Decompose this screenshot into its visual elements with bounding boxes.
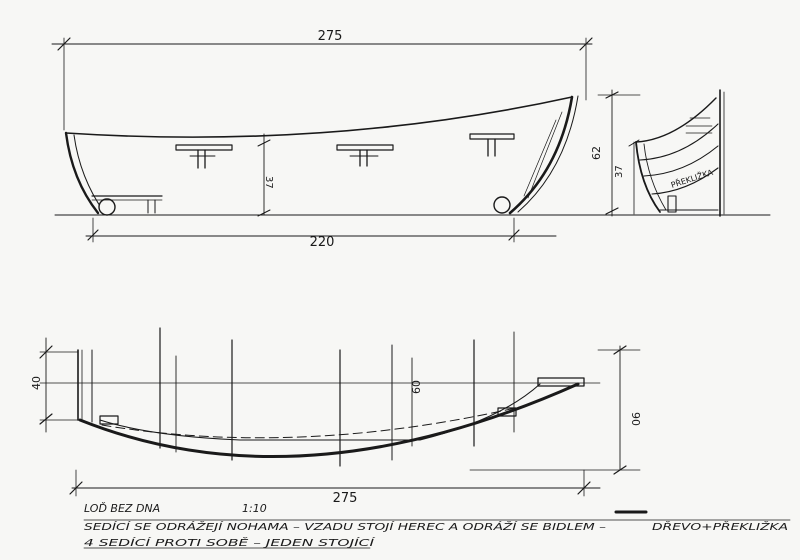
side-length-label: 275 — [318, 29, 343, 44]
inner-dashed-line — [101, 405, 525, 439]
end-inner-height-label: 37 — [614, 165, 625, 178]
side-height-label: 37 — [263, 176, 274, 189]
drawing-scale: 1:10 — [242, 502, 267, 515]
bottom-right-dim-label: 90 — [629, 412, 642, 426]
note-line-1: SEDÍCÍ SE ODRÁŽEJÍ NOHAMA – VZADU STOJÍ … — [84, 521, 606, 533]
gunwale-line — [65, 96, 573, 138]
side-view — [51, 37, 771, 243]
wheel-right-icon — [493, 196, 511, 214]
seat-1 — [175, 144, 233, 169]
end-gunwale — [635, 97, 717, 143]
bow-post — [508, 95, 574, 215]
standing-platform — [537, 377, 585, 387]
seat-2 — [336, 144, 394, 167]
note-line-1-tail: DŘEVO+PŘEKLIŽKA — [652, 521, 788, 533]
bottom-left-dim-label: 40 — [30, 376, 43, 390]
stern-post — [64, 131, 100, 215]
overall-height-label: 62 — [590, 146, 603, 160]
hull-bottom-curve — [78, 382, 580, 458]
end-view — [628, 89, 725, 217]
bottom-mid-dim-label: 60 — [410, 380, 423, 394]
keel-length-label: 220 — [310, 235, 335, 250]
seat-3 — [469, 133, 515, 157]
note-line-2: 4 SEDÍCÍ PROTI SOBĚ – JEDEN STOJÍCÍ — [84, 537, 376, 549]
drawing-title: LOĎ BEZ DNA — [84, 502, 160, 515]
bottom-view — [39, 327, 641, 497]
bottom-length-label: 275 — [333, 491, 358, 506]
wheel-left-icon — [98, 198, 116, 216]
